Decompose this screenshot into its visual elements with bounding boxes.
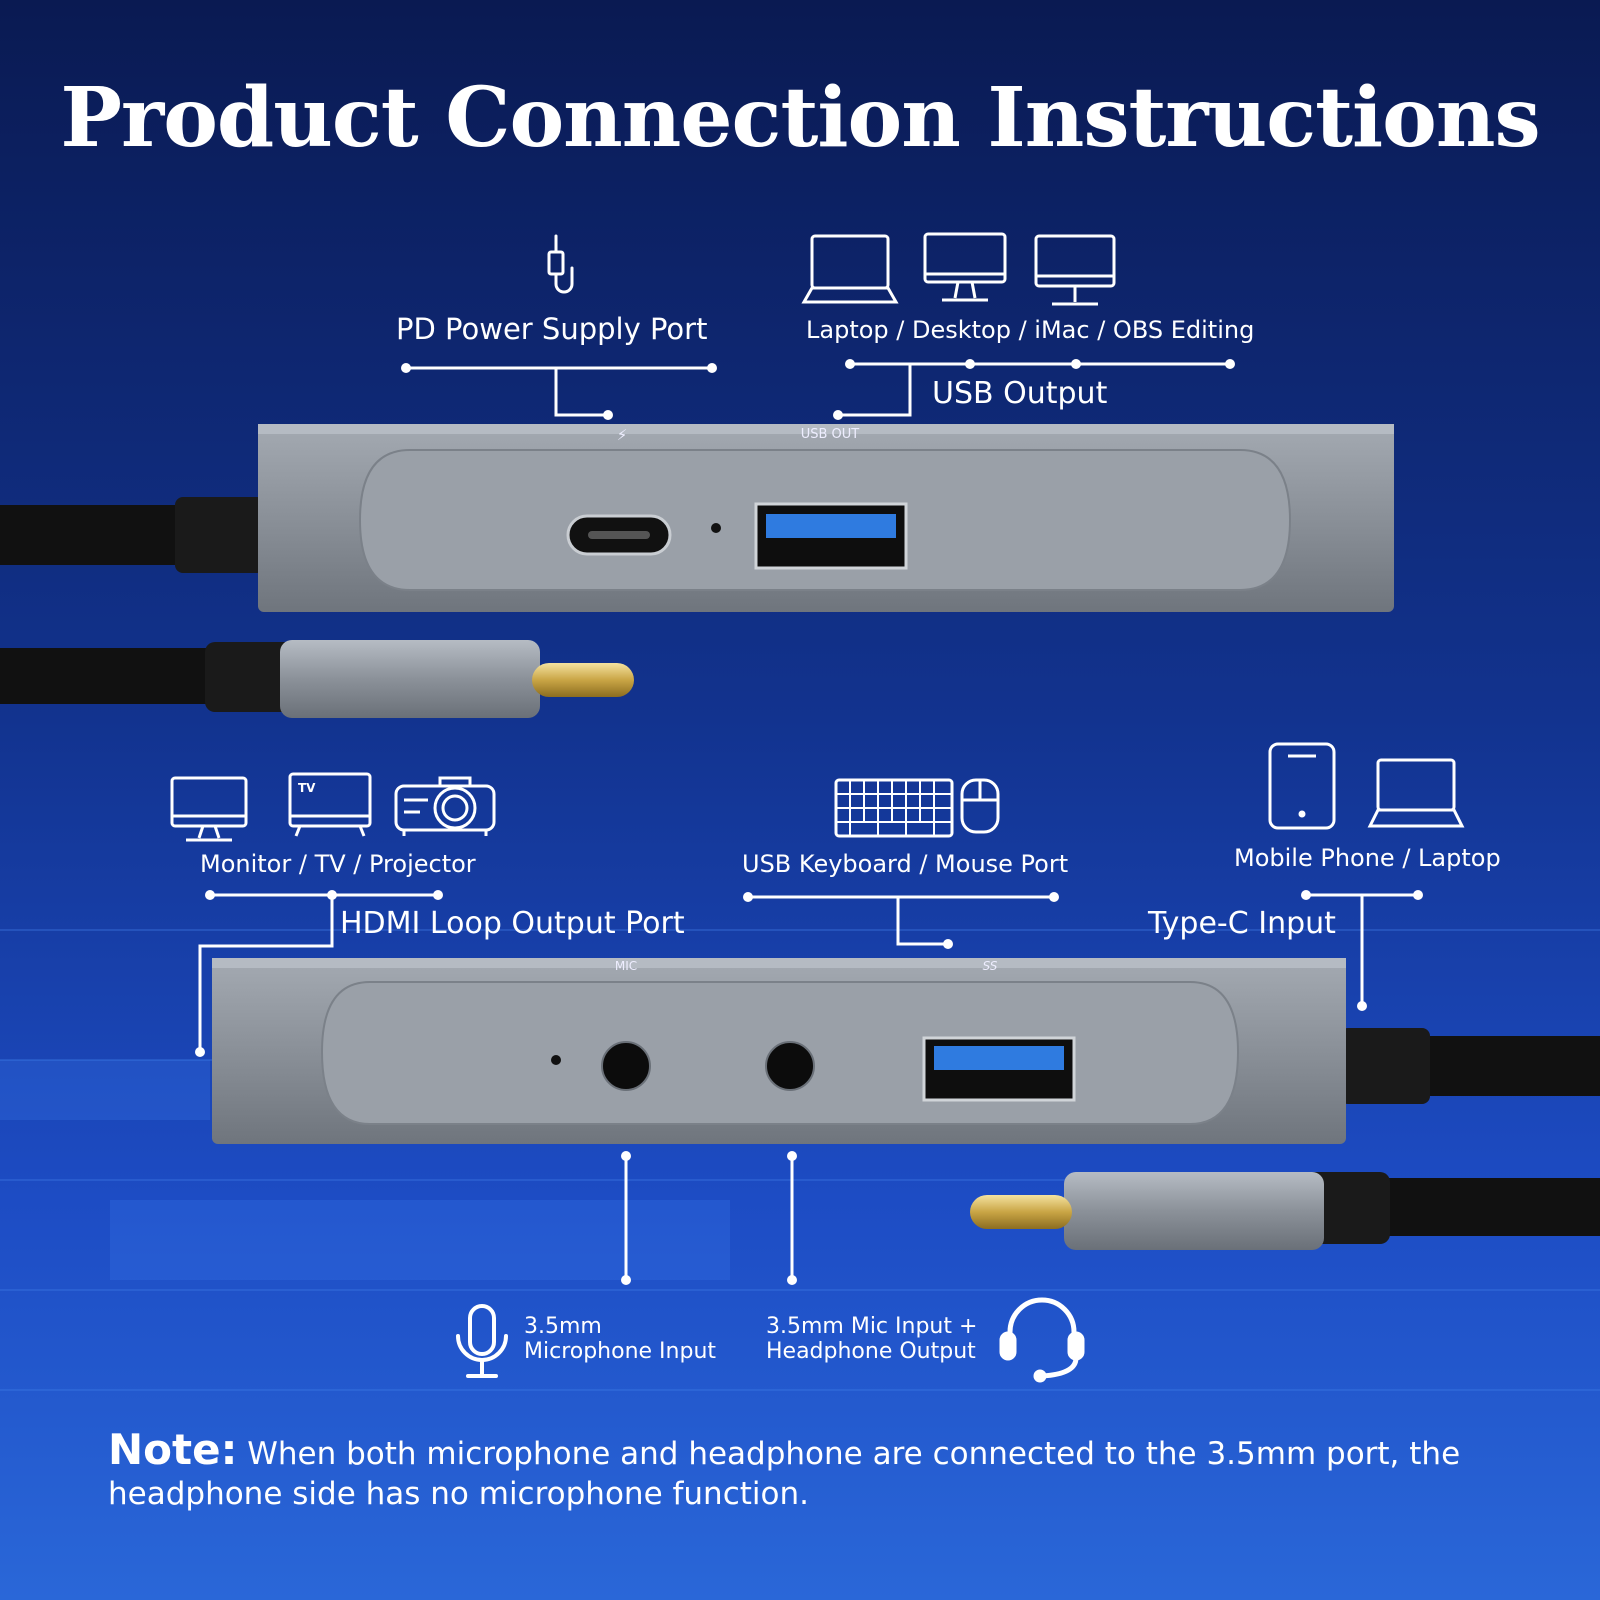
keyboard-icon xyxy=(834,778,954,838)
top-hub xyxy=(258,424,1394,612)
type-c-devices-label: Mobile Phone / Laptop xyxy=(1234,844,1501,872)
pd-mark: ⚡ xyxy=(617,426,628,444)
tv-icon: TV xyxy=(288,772,372,837)
note-text: When both microphone and headphone are c… xyxy=(108,1436,1461,1512)
mouse-icon xyxy=(960,778,1000,834)
laptop-icon-2 xyxy=(1367,758,1465,828)
mic-label-line2: Microphone Input xyxy=(524,1339,717,1364)
top-leader-lines xyxy=(406,362,1230,417)
type-c-input-label: Type-C Input xyxy=(1148,906,1336,941)
phone-icon xyxy=(1268,742,1336,830)
hdmi-devices-label: Monitor / TV / Projector xyxy=(200,850,476,878)
bottom-hub xyxy=(212,958,1346,1144)
pd-port-label: PD Power Supply Port xyxy=(396,312,708,346)
headset-label: 3.5mm Mic Input + Headphone Output xyxy=(766,1314,977,1364)
ss-mark: SS xyxy=(983,959,998,973)
note-prefix: Note: xyxy=(108,1425,238,1474)
usb-c-cable-icon xyxy=(547,234,574,294)
usb-output-label: USB Output xyxy=(932,376,1108,411)
mic-label: 3.5mm Microphone Input xyxy=(524,1314,716,1364)
desktop-icon xyxy=(923,232,1007,302)
projector-icon xyxy=(394,776,496,836)
microphone-icon xyxy=(456,1304,508,1378)
headset-label-line1: 3.5mm Mic Input + xyxy=(766,1314,978,1339)
hdmi-port-label: HDMI Loop Output Port xyxy=(340,906,685,941)
laptop-icon xyxy=(801,234,899,304)
usb-out-mark: USB OUT xyxy=(801,427,860,442)
imac-icon xyxy=(1034,234,1116,306)
headset-label-line2: Headphone Output xyxy=(766,1339,976,1364)
headset-icon xyxy=(999,1297,1085,1383)
devices-label: Laptop / Desktop / iMac / OBS Editing xyxy=(806,316,1255,344)
mic-label-line1: 3.5mm xyxy=(524,1314,602,1339)
mic-mark: MIC xyxy=(615,959,637,973)
monitor-icon xyxy=(170,776,248,842)
usb-kbd-label: USB Keyboard / Mouse Port xyxy=(742,850,1069,878)
svg-text:TV: TV xyxy=(298,781,316,795)
note: Note: When both microphone and headphone… xyxy=(108,1429,1548,1514)
page-title: Product Connection Instructions xyxy=(60,70,1540,166)
